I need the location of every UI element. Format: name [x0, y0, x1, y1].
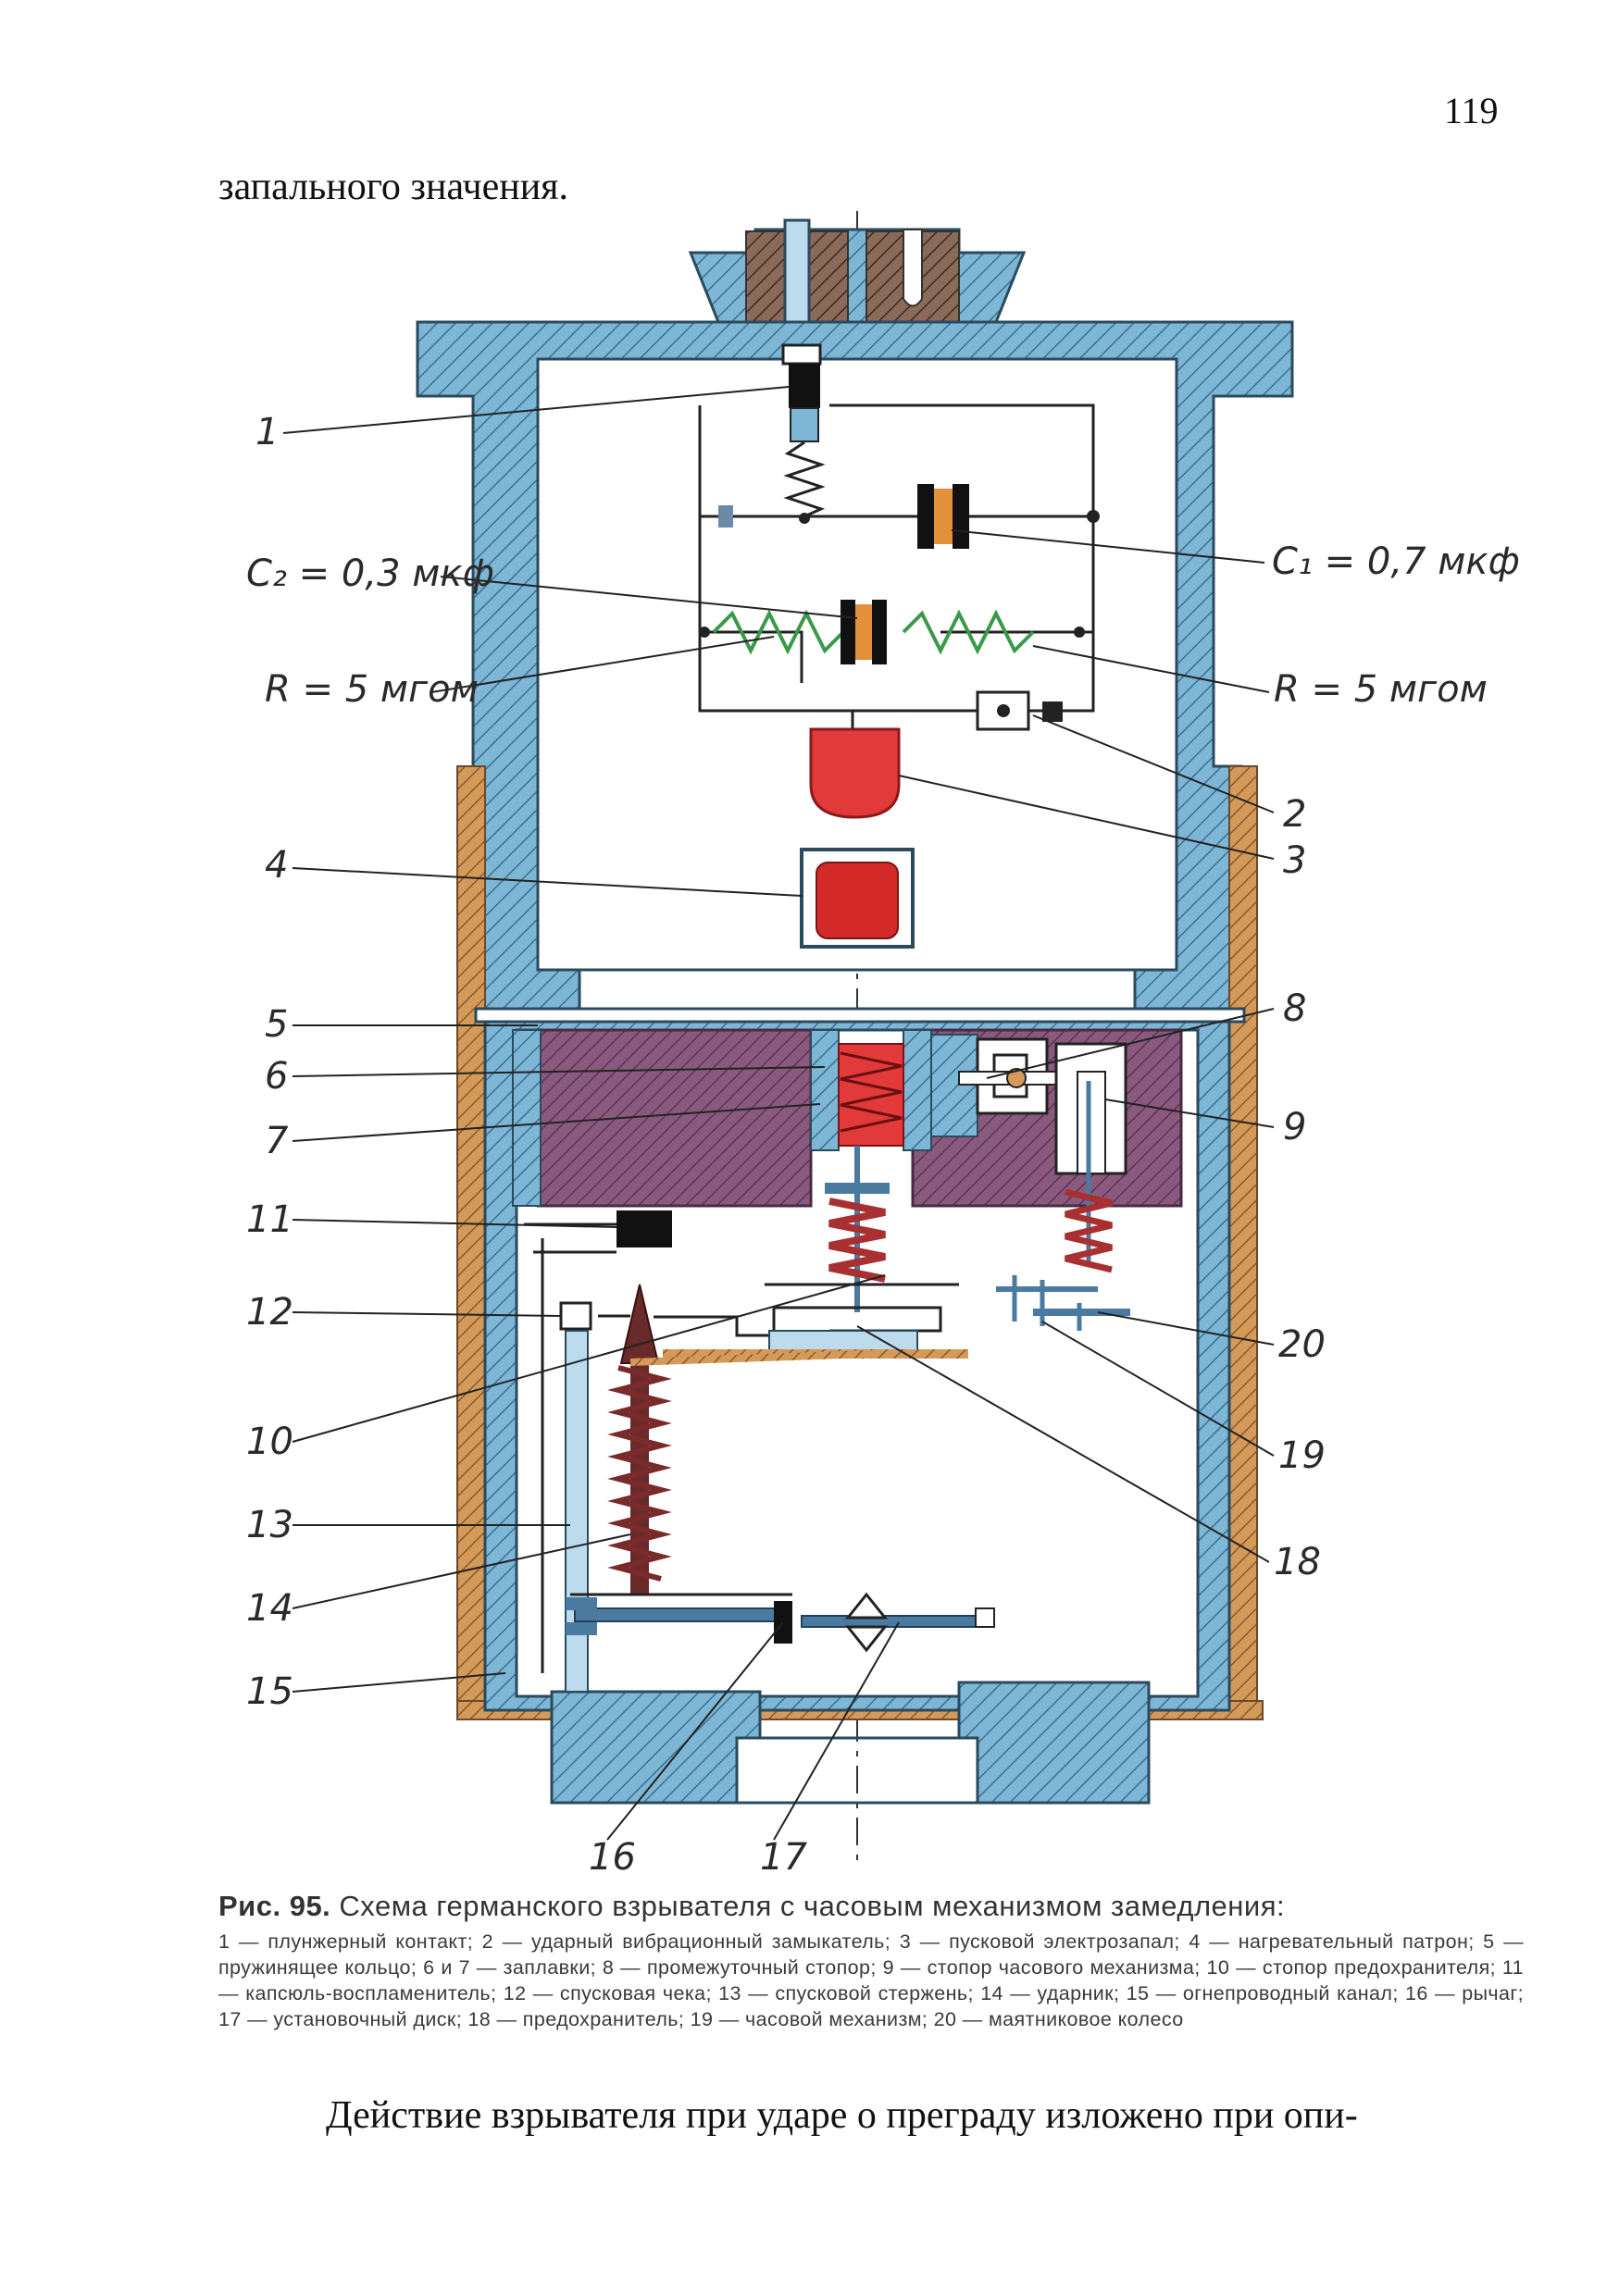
label-c1: C₁ = 0,7 мкф: [1272, 540, 1520, 583]
plunger-contact: [781, 343, 826, 524]
label-4: 4: [265, 844, 288, 887]
figure-title: Схема германского взрывателя с часовым м…: [339, 1890, 1286, 1922]
label-6: 6: [265, 1055, 288, 1098]
intermediate-stopper: [930, 1034, 1080, 1137]
setting-disc: [801, 1592, 995, 1653]
resistor-left: [699, 609, 845, 655]
label-r-right: R = 5 мгом: [1274, 668, 1488, 711]
label-c2: C₂ = 0,3 мкф: [246, 552, 494, 595]
label-18: 18: [1274, 1541, 1321, 1583]
label-1: 1: [255, 411, 279, 453]
label-13: 13: [246, 1504, 293, 1546]
label-17: 17: [760, 1836, 807, 1877]
striker: [607, 1284, 872, 1595]
label-r-left: R = 5 мгом: [265, 668, 479, 711]
bottom-plug-right: [957, 1681, 1151, 1805]
label-10: 10: [246, 1421, 293, 1463]
figure-caption: Рис. 95. Схема германского взрывателя с …: [218, 1890, 1524, 2032]
label-3: 3: [1283, 839, 1306, 882]
label-5: 5: [265, 1003, 288, 1046]
electric-igniter: [809, 727, 901, 819]
label-2: 2: [1283, 793, 1306, 836]
capacitor-c2: [841, 600, 887, 664]
caption-heading: Рис. 95. Схема германского взрывателя с …: [218, 1890, 1524, 1923]
clock-stopper-spring: [1065, 1188, 1113, 1273]
page-number: 119: [1444, 90, 1499, 131]
fusible-plugs: [810, 1029, 932, 1151]
fuze-diagram-svg: 1 C₂ = 0,3 мкф C₁ = 0,7 мкф R = 5 мгом R…: [246, 211, 1520, 1877]
heating-cartridge: [800, 848, 915, 949]
trigger-rod: [565, 1330, 589, 1693]
label-8: 8: [1283, 987, 1306, 1030]
trigger-pin: [559, 1301, 630, 1331]
label-15: 15: [246, 1670, 293, 1713]
figure-legend: 1 — плунжерный контакт; 2 — ударный вибр…: [218, 1930, 1524, 2030]
resistor-right: [902, 609, 1085, 655]
bottom-plug: [550, 1690, 762, 1805]
circuit-wires: [698, 403, 1095, 729]
body-text: Действие взрывателя при ударе о преграду…: [326, 2094, 1358, 2137]
label-9: 9: [1283, 1106, 1306, 1148]
pendulum-wheel: [996, 1275, 1130, 1331]
leader-lines: [282, 386, 1275, 1841]
vibration-closer: [976, 690, 1063, 731]
clock-stopper: [1054, 1042, 1127, 1273]
primer-cap: [524, 1210, 672, 1673]
lead-text: запального значения.: [218, 166, 568, 208]
label-7: 7: [265, 1120, 289, 1162]
label-11: 11: [246, 1198, 293, 1241]
label-16: 16: [589, 1836, 636, 1877]
label-14: 14: [246, 1587, 293, 1630]
label-12: 12: [246, 1291, 293, 1334]
label-19: 19: [1278, 1434, 1326, 1477]
figure-number: Рис. 95.: [218, 1890, 331, 1922]
fuze-diagram: 1 C₂ = 0,3 мкф C₁ = 0,7 мкф R = 5 мгом R…: [218, 211, 1524, 1877]
label-20: 20: [1278, 1323, 1326, 1366]
capacitor-c1: [718, 484, 1100, 549]
